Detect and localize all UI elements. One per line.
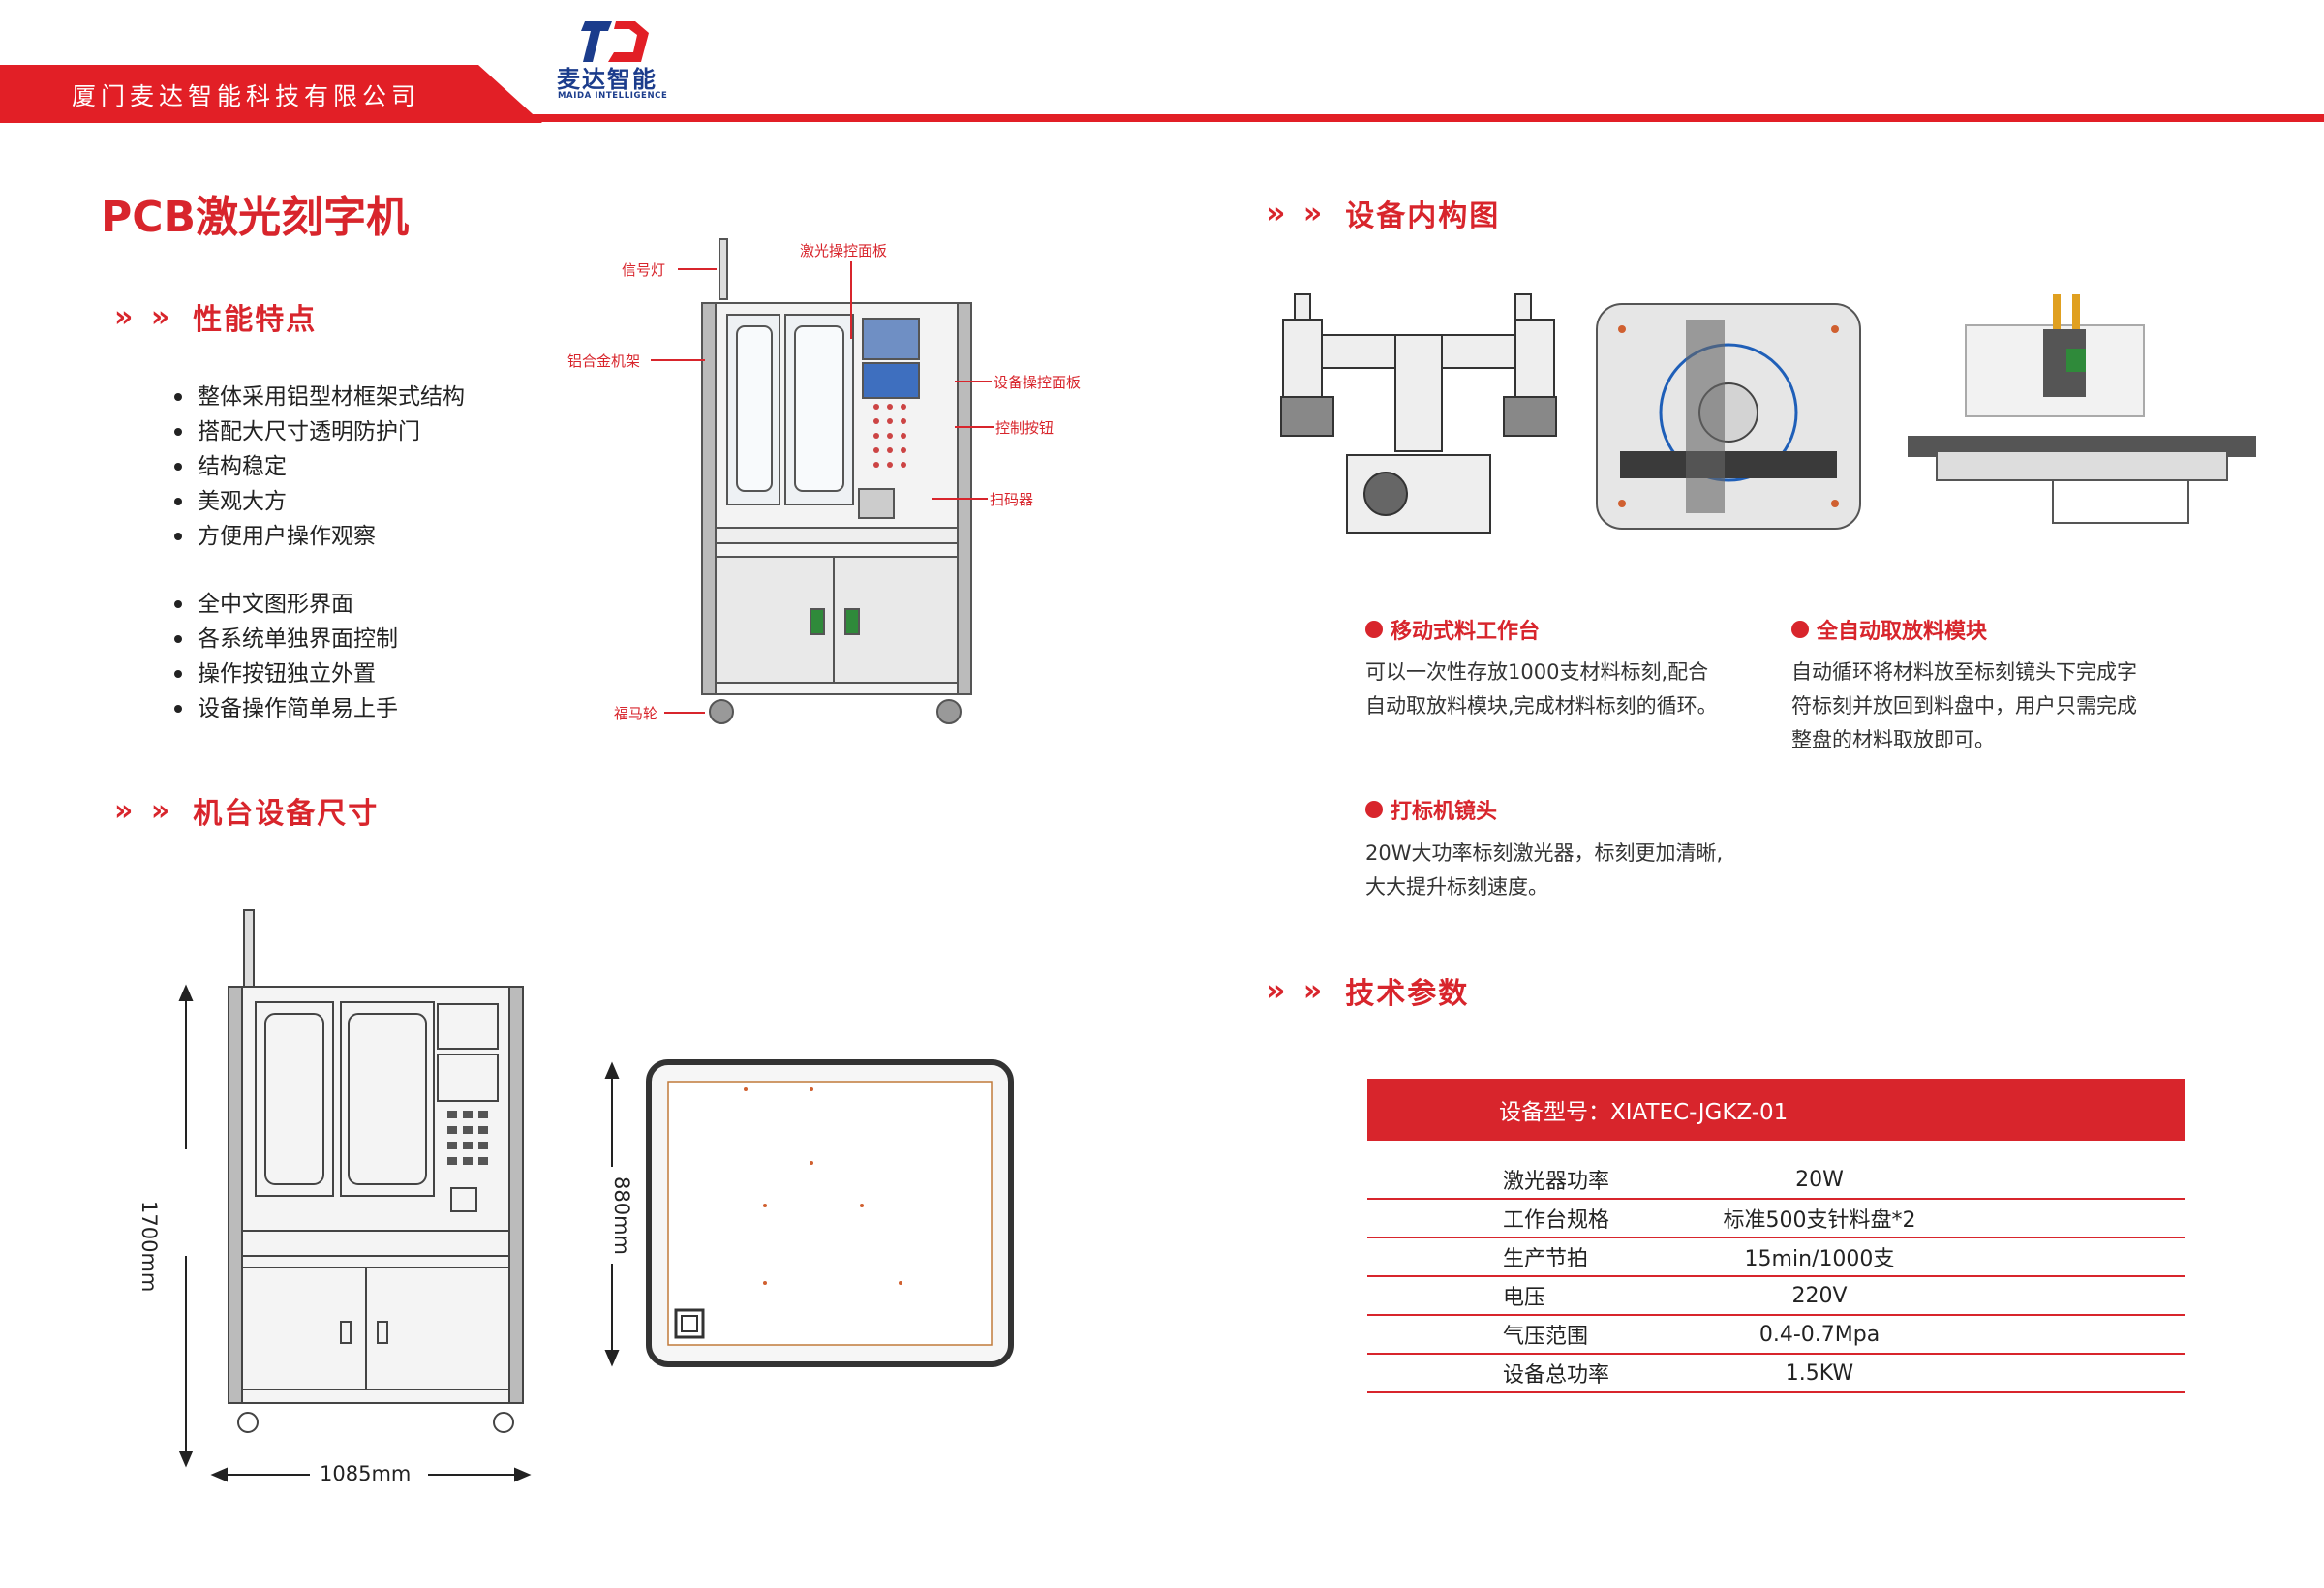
spec-table-header: 设备型号：XIATEC-JGKZ-01 (1367, 1079, 2185, 1141)
list-item: 整体采用铝型材框架式结构 (174, 380, 465, 414)
machine-front-illustration (701, 238, 972, 724)
callout-line (955, 381, 992, 382)
callout-line (678, 268, 717, 270)
callout-frame: 铝合金机架 (567, 352, 641, 370)
double-chevron-icon: » » (114, 299, 174, 334)
list-item: 各系统单独界面控制 (174, 622, 398, 657)
callout-scanner: 扫码器 (990, 491, 1034, 508)
list-item: 结构稳定 (174, 449, 465, 484)
table-row: 工作台规格标准500支针料盘*2 (1367, 1200, 2185, 1238)
callout-laser-panel: 激光操控面板 (800, 242, 888, 260)
dimension-height: 1700mm (138, 1201, 161, 1293)
dimension-depth: 880mm (610, 1176, 633, 1255)
header-band (0, 65, 542, 123)
feature-list-2: 全中文图形界面 各系统单独界面控制 操作按钮独立外置 设备操作简单易上手 (174, 587, 398, 726)
list-item: 操作按钮独立外置 (174, 657, 398, 691)
dimensions-heading: » » 机台设备尺寸 (114, 789, 379, 832)
list-item: 设备操作简单易上手 (174, 691, 398, 726)
machine-dimension-front (178, 909, 532, 1482)
maida-logo-icon (581, 21, 649, 62)
module-desc-marking-head: 20W大功率标刻激光器，标刻更加清晰, 大大提升标刻速度。 (1365, 841, 1724, 899)
tech-heading: » » 技术参数 (1267, 969, 1469, 1012)
callout-casters: 福马轮 (614, 705, 658, 722)
company-name: 厦门麦达智能科技有限公司 (72, 82, 421, 110)
list-item: 全中文图形界面 (174, 587, 398, 622)
features-heading-text: 性能特点 (193, 303, 318, 337)
internal-heading: » » 设备内构图 (1267, 192, 1500, 234)
module-title-marking-head: 打标机镜头 (1365, 794, 1497, 825)
list-item: 美观大方 (174, 484, 465, 519)
red-dot-icon (1791, 621, 1809, 638)
module-desc-pick-place: 自动循环将材料放至标刻镜头下完成字 符标刻并放回到料盘中，用户只需完成 整盘的材… (1791, 660, 2137, 751)
double-chevron-icon: » » (1267, 196, 1327, 230)
callout-control-buttons: 控制按钮 (995, 419, 1055, 437)
header-rule (0, 114, 2324, 122)
double-chevron-icon: » » (1267, 973, 1327, 1008)
callout-line (651, 359, 705, 361)
tech-heading-text: 技术参数 (1345, 977, 1470, 1011)
logo-text-cn: 麦达智能 (557, 66, 657, 93)
callout-signal-light: 信号灯 (622, 261, 666, 279)
pick-place-module-illustration (1280, 293, 1557, 534)
internal-heading-text: 设备内构图 (1345, 199, 1501, 233)
callout-line (932, 498, 988, 500)
red-dot-icon (1365, 801, 1383, 818)
callout-line (850, 261, 852, 339)
dimensions-heading-text: 机台设备尺寸 (193, 797, 380, 831)
list-item: 方便用户操作观察 (174, 519, 465, 554)
double-chevron-icon: » » (114, 793, 174, 828)
module-desc-worktable: 可以一次性存放1000支材料标刻,配合 自动取放料模块,完成材料标刻的循环。 (1365, 660, 1718, 718)
callout-line (955, 426, 994, 428)
logo-text-en: MAIDA INTELLIGENCE (558, 91, 668, 101)
module-title-pick-place: 全自动取放料模块 (1791, 614, 1987, 645)
product-title: PCB激光刻字机 (101, 193, 410, 242)
dimension-width: 1085mm (320, 1462, 412, 1485)
worktable-top-illustration (1596, 303, 1861, 530)
module-title-worktable: 移动式料工作台 (1365, 614, 1540, 645)
callout-device-panel: 设备操控面板 (994, 374, 1082, 391)
machine-dimension-top (604, 1059, 1014, 1367)
features-heading: » » 性能特点 (114, 295, 317, 338)
list-item: 搭配大尺寸透明防护门 (174, 414, 465, 449)
callout-line (664, 712, 705, 714)
red-dot-icon (1365, 621, 1383, 638)
marking-head-illustration (1908, 294, 2256, 524)
feature-list-1: 整体采用铝型材框架式结构 搭配大尺寸透明防护门 结构稳定 美观大方 方便用户操作… (174, 380, 465, 554)
